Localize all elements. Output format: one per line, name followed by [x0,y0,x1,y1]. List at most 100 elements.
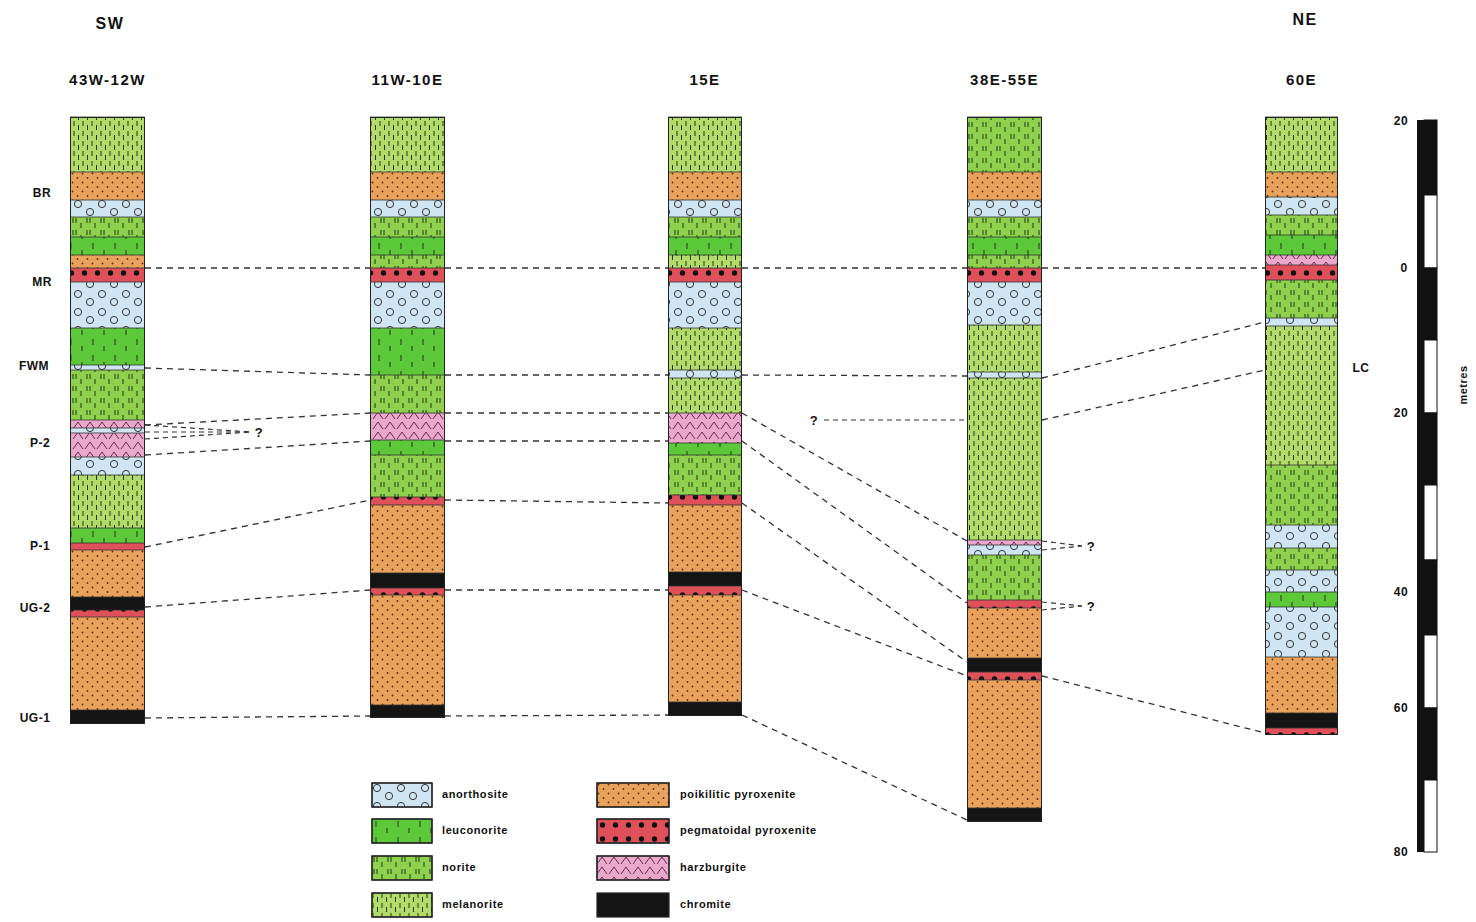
rock-pattern [70,457,145,475]
rock-layer [70,237,145,255]
layer-boundary [668,378,742,379]
layer-boundary [967,255,1042,256]
rock-layer [70,328,145,365]
rock-layer [967,808,1042,822]
layer-boundary [70,528,145,529]
rock-pattern [70,268,145,282]
layer-boundary [370,497,445,498]
correlation-line [145,267,370,268]
rock-layer [370,497,445,505]
layer-boundary [70,172,145,173]
rock-pattern [967,325,1042,372]
layer-boundary [668,495,742,496]
layer-boundary [370,413,445,414]
rock-pattern [70,237,145,255]
rock-layer [967,117,1042,172]
leader-line [145,431,251,432]
layer-boundary [370,282,445,283]
swatch-pattern [597,783,669,807]
rock-pattern [370,455,445,497]
rock-layer [668,455,742,495]
rock-layer [370,455,445,497]
rock-layer [370,200,445,217]
rock-pattern [1265,265,1338,280]
layer-boundary [70,268,145,269]
rock-pattern [70,117,145,172]
layer-boundary [370,705,445,706]
rock-pattern [967,378,1042,540]
layer-boundary [370,328,445,329]
scale-segment [1424,708,1437,780]
correlation-line [445,374,668,375]
section-column: 11W-10E [370,117,445,718]
scale-label: 40 [1394,586,1408,598]
rock-pattern [70,365,145,370]
layer-boundary [70,365,145,366]
layer-boundary [370,505,445,506]
layer-boundary [70,200,145,201]
rock-pattern [668,370,742,378]
swatch-fill [597,893,669,917]
rock-layer [668,200,742,217]
rock-layer [70,550,145,597]
rock-pattern [668,268,742,282]
layer-boundary [668,200,742,201]
swatch-fill [597,783,669,807]
layer-boundary [370,440,445,441]
scale-segment [1424,780,1437,852]
layer-boundary [967,608,1042,609]
layer-boundary [967,808,1042,809]
layer-boundary [1265,607,1338,608]
layer-boundary [70,282,145,283]
rock-pattern [1265,592,1338,607]
layer-boundary [668,413,742,414]
correlation-line [145,441,370,455]
rock-layer [668,413,742,443]
leader-line [145,425,251,432]
scale-label: metres [1458,365,1469,404]
rock-pattern [70,420,145,428]
scale-segment [1424,485,1437,560]
scale-segment [1424,268,1437,340]
rock-pattern [668,413,742,443]
rock-pattern [1265,235,1338,255]
rock-pattern [668,237,742,255]
rock-layer [370,413,445,440]
rock-pattern [668,117,742,172]
swatch-pattern [372,819,432,843]
rock-pattern [70,550,145,597]
legend-label: anorthosite [442,789,509,800]
rock-pattern [1265,607,1338,657]
rock-layer [370,375,445,413]
rock-layer [967,217,1042,237]
layer-boundary [668,702,742,703]
rock-layer [967,600,1042,608]
rock-pattern [370,413,445,440]
rock-pattern [370,200,445,217]
legend-swatch [371,855,433,881]
layer-boundary [967,237,1042,238]
rock-layer [370,237,445,255]
horizon-label: P-2 [30,437,50,449]
layer-boundary [1265,318,1338,319]
layer-boundary [70,255,145,256]
rock-pattern [668,505,742,572]
correlation-line [742,413,967,541]
layer-boundary [668,237,742,238]
rock-layer [70,597,145,610]
rock-pattern [70,433,145,457]
rock-pattern [70,217,145,237]
horizon-label: MR [32,276,52,288]
rock-layer [1265,592,1338,607]
scale-segment [1424,340,1437,413]
layer-boundary [1265,172,1338,173]
rock-pattern [1265,548,1338,570]
layer-boundary [967,672,1042,673]
column-heading: 11W-10E [372,71,444,88]
rock-layer [70,420,145,428]
rock-layer [967,325,1042,372]
layer-boundary [967,217,1042,218]
rock-pattern [1265,570,1338,592]
rock-layer [1265,713,1338,728]
rock-layer [668,572,742,586]
